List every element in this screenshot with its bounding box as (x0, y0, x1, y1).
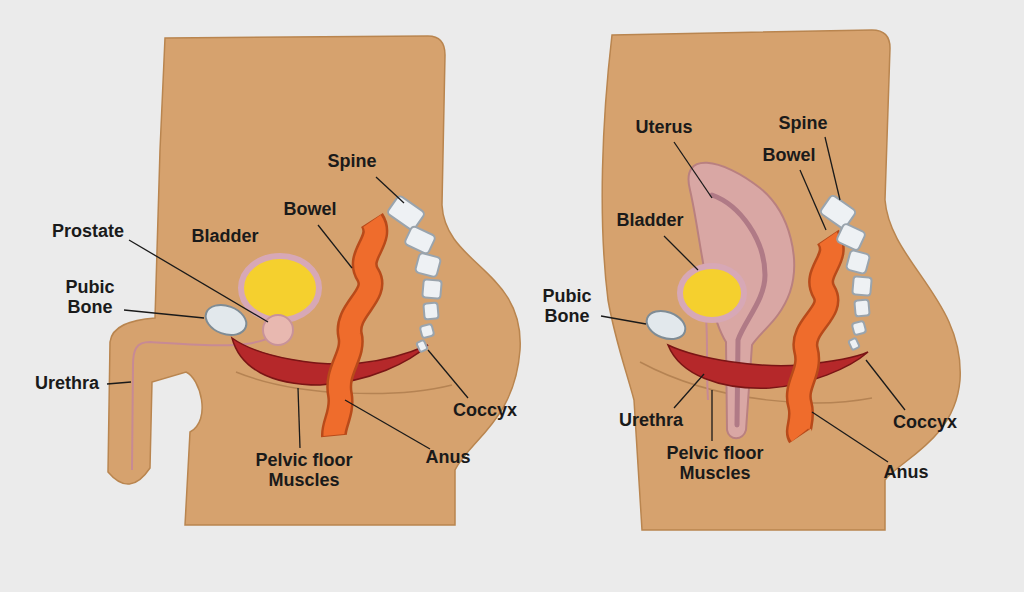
leader-line (674, 142, 712, 198)
vertebra (416, 340, 427, 352)
part-label: Pelvic floor Muscles (650, 444, 780, 484)
spine (387, 195, 442, 352)
leader-lines (107, 137, 905, 462)
vertebra (846, 250, 870, 274)
part-label: Coccyx (893, 413, 957, 433)
part-label: Urethra (35, 374, 99, 394)
part-label: Spine (778, 114, 827, 134)
leader-line (711, 390, 712, 441)
leader-line (812, 412, 888, 462)
part-label: Anus (426, 448, 471, 468)
pubic-bone (201, 300, 250, 341)
part-label: Urethra (619, 411, 683, 431)
leader-line (107, 382, 131, 384)
vertebra (819, 194, 856, 229)
part-label: Prostate (52, 222, 124, 242)
bladder (241, 256, 319, 320)
vertebra (415, 252, 441, 277)
leader-line (129, 240, 268, 322)
vertebra (848, 338, 859, 350)
vertebra (836, 223, 866, 251)
leader-line (428, 350, 468, 398)
leader-line (345, 400, 430, 449)
leader-line (674, 374, 704, 408)
part-label: Spine (327, 152, 376, 172)
leader-line (664, 236, 698, 270)
leader-line (800, 170, 826, 230)
female-body (602, 30, 960, 530)
part-label: Bowel (762, 146, 815, 166)
leader-line (318, 225, 352, 268)
leader-line (298, 388, 300, 448)
vertebra (420, 324, 435, 339)
leader-line (376, 177, 404, 203)
vertebra (422, 279, 442, 299)
part-label: Bladder (616, 211, 683, 231)
leader-line (601, 316, 646, 324)
leader-line (866, 360, 905, 410)
vertebra (852, 276, 872, 296)
part-label: Bladder (191, 227, 258, 247)
part-label: Pubic Bone (537, 287, 597, 327)
prostate (263, 315, 293, 345)
part-label: Bowel (283, 200, 336, 220)
part-label: Coccyx (453, 401, 517, 421)
bowel (799, 237, 832, 436)
leader-line (124, 310, 204, 318)
bladder (680, 266, 744, 320)
part-label: Anus (884, 463, 929, 483)
vertebra (423, 302, 438, 319)
vertebra (404, 225, 436, 254)
pubic-bone (643, 306, 689, 344)
spine (819, 194, 871, 350)
vertebra (387, 195, 426, 231)
bowel (799, 238, 832, 435)
vertebra (852, 321, 867, 336)
part-label: Uterus (635, 118, 692, 138)
part-label: Pubic Bone (60, 278, 120, 318)
part-label: Pelvic floor Muscles (239, 451, 369, 491)
vertebra (854, 299, 869, 316)
male-body (108, 36, 520, 525)
leader-line (825, 137, 840, 200)
